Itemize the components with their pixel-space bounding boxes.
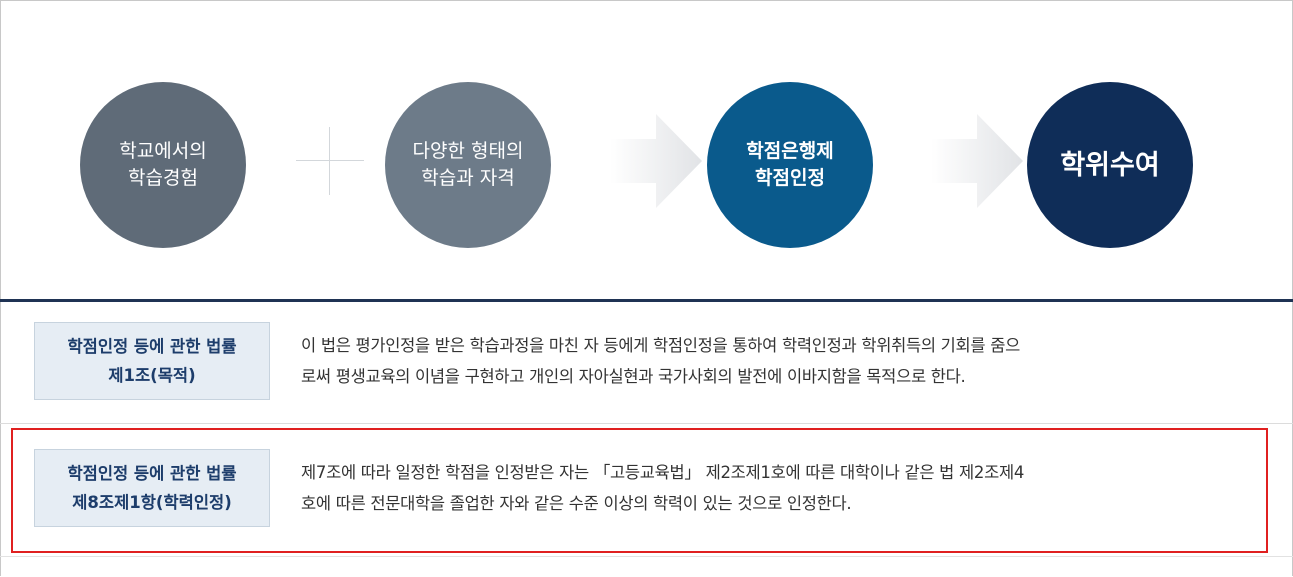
law-row-article-8: 학점인정 등에 관한 법률 제8조제1항(학력인정) 제7조에 따라 일정한 학… [0, 423, 1293, 557]
arrow-right-icon [931, 114, 1023, 208]
step-credit-recognition: 학점은행제 학점인정 [707, 82, 873, 248]
step-school-learning-line-1: 학교에서의 [119, 140, 207, 162]
step-credit-recognition-line-1: 학점은행제 [746, 140, 834, 162]
law-title-label: 학점인정 등에 관한 법률 제8조제1항(학력인정) [34, 449, 270, 527]
step-credit-recognition-line-2: 학점인정 [755, 167, 825, 189]
credit-bank-flow-diagram: 학교에서의 학습경험 다양한 형태의 학습과 자격 학점은행제 학점인정 [80, 82, 1193, 248]
row-separator [0, 423, 1293, 424]
law-title-line-2: 제8조제1항(학력인정) [72, 493, 232, 512]
step-various-learning-line-2: 학습과 자격 [421, 167, 515, 189]
step-various-learning: 다양한 형태의 학습과 자격 [385, 82, 551, 248]
bottom-border [0, 556, 1293, 557]
step-various-learning-line-1: 다양한 형태의 [412, 140, 524, 162]
section-divider [0, 299, 1293, 302]
step-school-learning-line-2: 학습경험 [128, 167, 198, 189]
highlight-box [11, 428, 1268, 553]
law-description: 제7조에 따라 일정한 학점을 인정받은 자는 「고등교육법」 제2조제1호에 … [301, 457, 1261, 519]
law-title-line-1: 학점인정 등에 관한 법률 [67, 337, 237, 356]
plus-icon [296, 127, 364, 195]
step-school-learning: 학교에서의 학습경험 [80, 82, 246, 248]
law-description-line-1: 이 법은 평가인정을 받은 학습과정을 마친 자 등에게 학점인정을 통하여 학… [301, 336, 1021, 355]
law-row-article-1: 학점인정 등에 관한 법률 제1조(목적) 이 법은 평가인정을 받은 학습과정… [0, 302, 1293, 423]
step-degree-conferral-line-1: 학위수여 [1060, 149, 1160, 181]
law-title-line-2: 제1조(목적) [108, 366, 196, 385]
law-description-line-1: 제7조에 따라 일정한 학점을 인정받은 자는 「고등교육법」 제2조제1호에 … [301, 463, 1025, 482]
step-degree-conferral: 학위수여 [1027, 82, 1193, 248]
arrow-right-icon [610, 114, 702, 208]
law-title-line-1: 학점인정 등에 관한 법률 [67, 464, 237, 483]
law-title-label: 학점인정 등에 관한 법률 제1조(목적) [34, 322, 270, 400]
law-description-line-2: 호에 따른 전문대학을 졸업한 자와 같은 수준 이상의 학력이 있는 것으로 … [301, 494, 852, 513]
law-description-line-2: 로써 평생교육의 이념을 구현하고 개인의 자아실현과 국가사회의 발전에 이바… [301, 367, 966, 386]
law-description: 이 법은 평가인정을 받은 학습과정을 마친 자 등에게 학점인정을 통하여 학… [301, 330, 1261, 392]
